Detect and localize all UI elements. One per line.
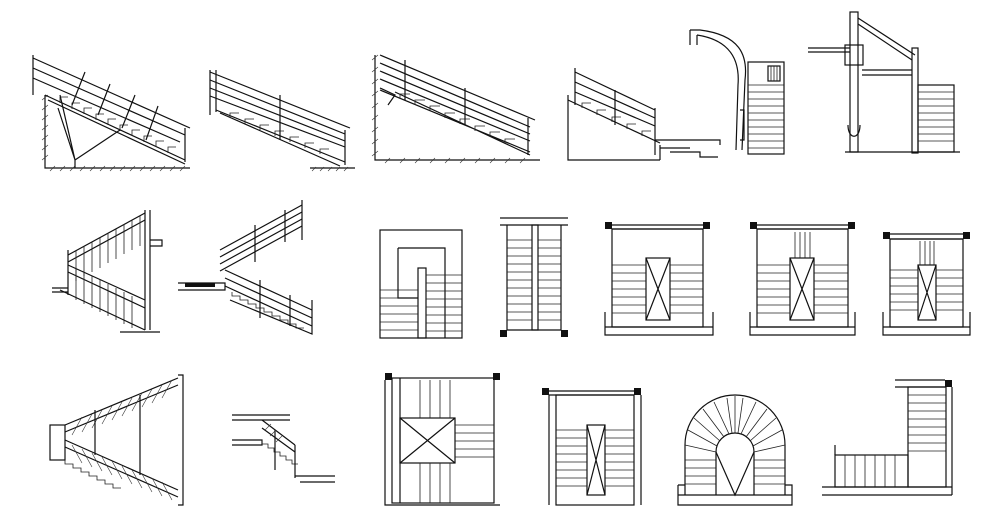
straight-stair-elevation-4	[567, 68, 721, 161]
semicircular-stair-plan	[677, 394, 793, 506]
small-stair-elevation	[232, 414, 335, 483]
curved-stair-elevation	[689, 29, 785, 155]
newel-stair-elevation	[808, 11, 960, 154]
stair-plan-3	[604, 222, 714, 336]
stair-plan-4	[749, 222, 856, 336]
straight-stair-elevation-1	[32, 55, 191, 172]
straight-stair-elevation-3	[371, 54, 540, 164]
stair-plan-7	[542, 388, 642, 506]
stair-plan-1	[379, 229, 463, 339]
straight-stair-elevation-2	[209, 70, 355, 172]
stair-plan-5	[882, 232, 971, 336]
switchback-stair-elevation-2	[178, 200, 313, 335]
stair-plan-6	[384, 373, 500, 506]
stair-plan-2	[500, 217, 568, 337]
switchback-stair-elevation-3	[49, 374, 184, 506]
l-shaped-stair-plan	[822, 379, 953, 496]
switchback-stair-elevation-1	[52, 210, 163, 333]
